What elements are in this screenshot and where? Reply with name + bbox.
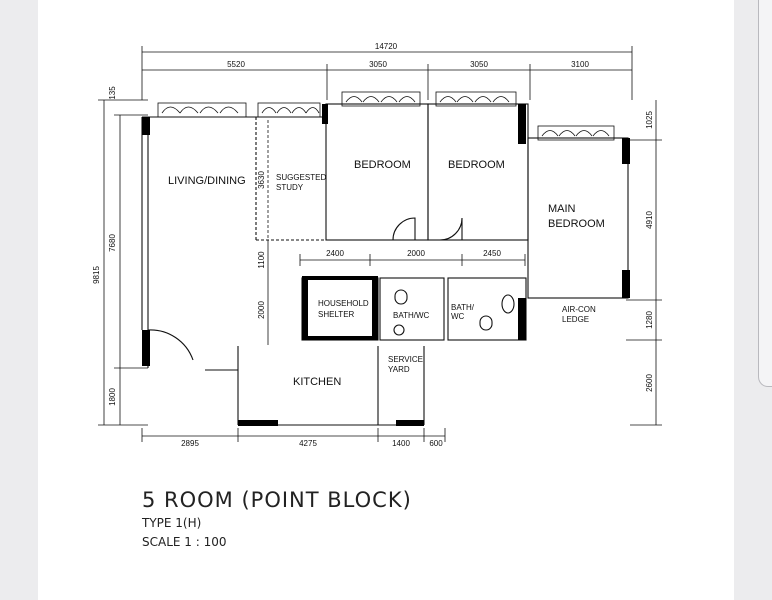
dim-left-1: 7680 (108, 234, 117, 252)
dim-bottom-4: 600 (429, 439, 443, 448)
dim-top-4: 3100 (571, 60, 589, 69)
room-bedroom-2: BEDROOM (448, 159, 505, 171)
room-shelter-line2: SHELTER (318, 310, 355, 319)
dim-inner-2: 1100 (257, 251, 266, 269)
dim-left-2: 1800 (108, 388, 117, 406)
dim-right-1: 1025 (645, 111, 654, 129)
room-bath-2-line1: BATH/ (451, 303, 475, 312)
dim-bottom-2: 4275 (299, 439, 317, 448)
room-shelter-line1: HOUSEHOLD (318, 299, 369, 308)
dim-inner-3: 2000 (257, 301, 266, 319)
room-study-line2: STUDY (276, 183, 304, 192)
dim-left-overall: 9815 (92, 266, 101, 284)
dim-top-overall: 14720 (375, 42, 398, 51)
dim-bottom-3: 1400 (392, 439, 410, 448)
windows (157, 91, 615, 141)
room-service-line1: SERVICE (388, 355, 423, 364)
dim-top-1: 5520 (227, 60, 245, 69)
plan-scale: SCALE 1 : 100 (142, 535, 227, 549)
room-bath-1: BATH/WC (393, 311, 430, 320)
room-aircon-line1: AIR-CON (562, 305, 596, 314)
dim-top-2: 3050 (369, 60, 387, 69)
room-aircon-line2: LEDGE (562, 315, 589, 324)
walls (141, 103, 629, 426)
room-living-dining: LIVING/DINING (168, 175, 246, 187)
dim-top-3: 3050 (470, 60, 488, 69)
side-panel (758, 0, 772, 387)
floor-plan-sheet: 14720 5520 3050 3050 3100 600 2895 4275 … (38, 0, 734, 600)
room-bedroom-1: BEDROOM (354, 159, 411, 171)
floor-plan: 14720 5520 3050 3050 3100 600 2895 4275 … (92, 42, 662, 448)
dim-inner-1: 3630 (257, 171, 266, 189)
dim-inner-5: 2000 (407, 249, 425, 258)
dim-inner-4: 2400 (326, 249, 344, 258)
dim-inner-6: 2450 (483, 249, 501, 258)
room-kitchen: KITCHEN (293, 376, 341, 388)
room-bath-2-line2: WC (451, 312, 465, 321)
room-main-line2: BEDROOM (548, 218, 605, 230)
dimension-lines (98, 46, 662, 442)
dim-right-3: 1280 (645, 311, 654, 329)
room-service-line2: YARD (388, 365, 410, 374)
dim-left-3: 135 (108, 86, 117, 100)
solid-wall-blocks (142, 104, 630, 426)
dim-right-4: 2600 (645, 374, 654, 392)
room-main-line1: MAIN (548, 203, 576, 215)
room-study-line1: SUGGESTED (276, 173, 326, 182)
plan-title: 5 ROOM (POINT BLOCK) (142, 488, 412, 512)
title-block: 5 ROOM (POINT BLOCK) TYPE 1(H) SCALE 1 :… (142, 488, 412, 550)
plan-type: TYPE 1(H) (142, 516, 202, 530)
dim-right-2: 4910 (645, 211, 654, 229)
dim-bottom-1: 2895 (181, 439, 199, 448)
